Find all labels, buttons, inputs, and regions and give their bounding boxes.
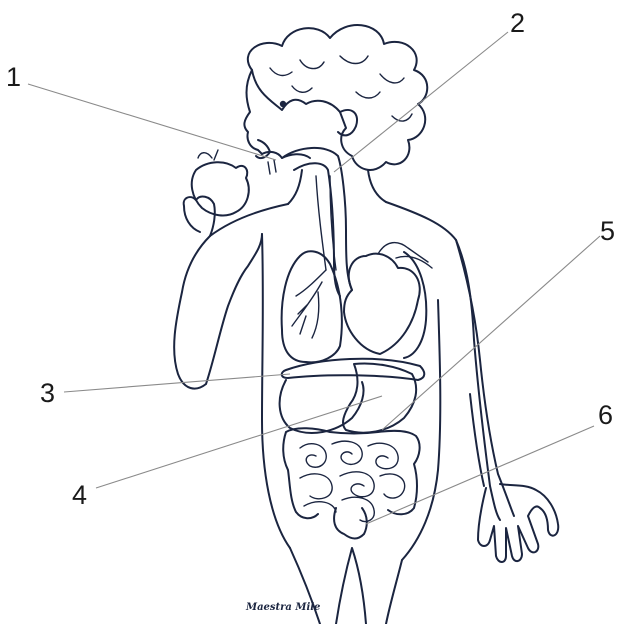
stomach — [343, 363, 416, 432]
apple — [192, 162, 249, 215]
leader-1 — [28, 84, 276, 160]
label-6: 6 — [598, 400, 613, 430]
leader-5 — [382, 236, 600, 430]
label-4: 4 — [72, 480, 87, 510]
eye — [280, 101, 286, 107]
esophagus — [282, 148, 352, 290]
hand — [478, 484, 558, 562]
small-intestine — [300, 441, 405, 521]
label-2: 2 — [510, 8, 525, 38]
leader-3 — [64, 374, 290, 392]
author-signature: Maestra Mile — [245, 602, 320, 613]
organs — [262, 148, 432, 539]
lungs — [282, 251, 342, 362]
leader-6 — [366, 426, 594, 524]
lowered-arm — [456, 240, 514, 516]
heart — [344, 254, 420, 354]
rectum — [334, 508, 367, 539]
label-5: 5 — [600, 216, 615, 246]
raised-arm — [174, 234, 262, 389]
label-1: 1 — [6, 62, 21, 92]
label-3: 3 — [40, 378, 55, 408]
leader-2 — [334, 32, 508, 172]
hair — [248, 25, 427, 170]
number-labels: 1 2 3 4 5 6 — [6, 8, 615, 510]
leader-lines — [28, 32, 600, 524]
